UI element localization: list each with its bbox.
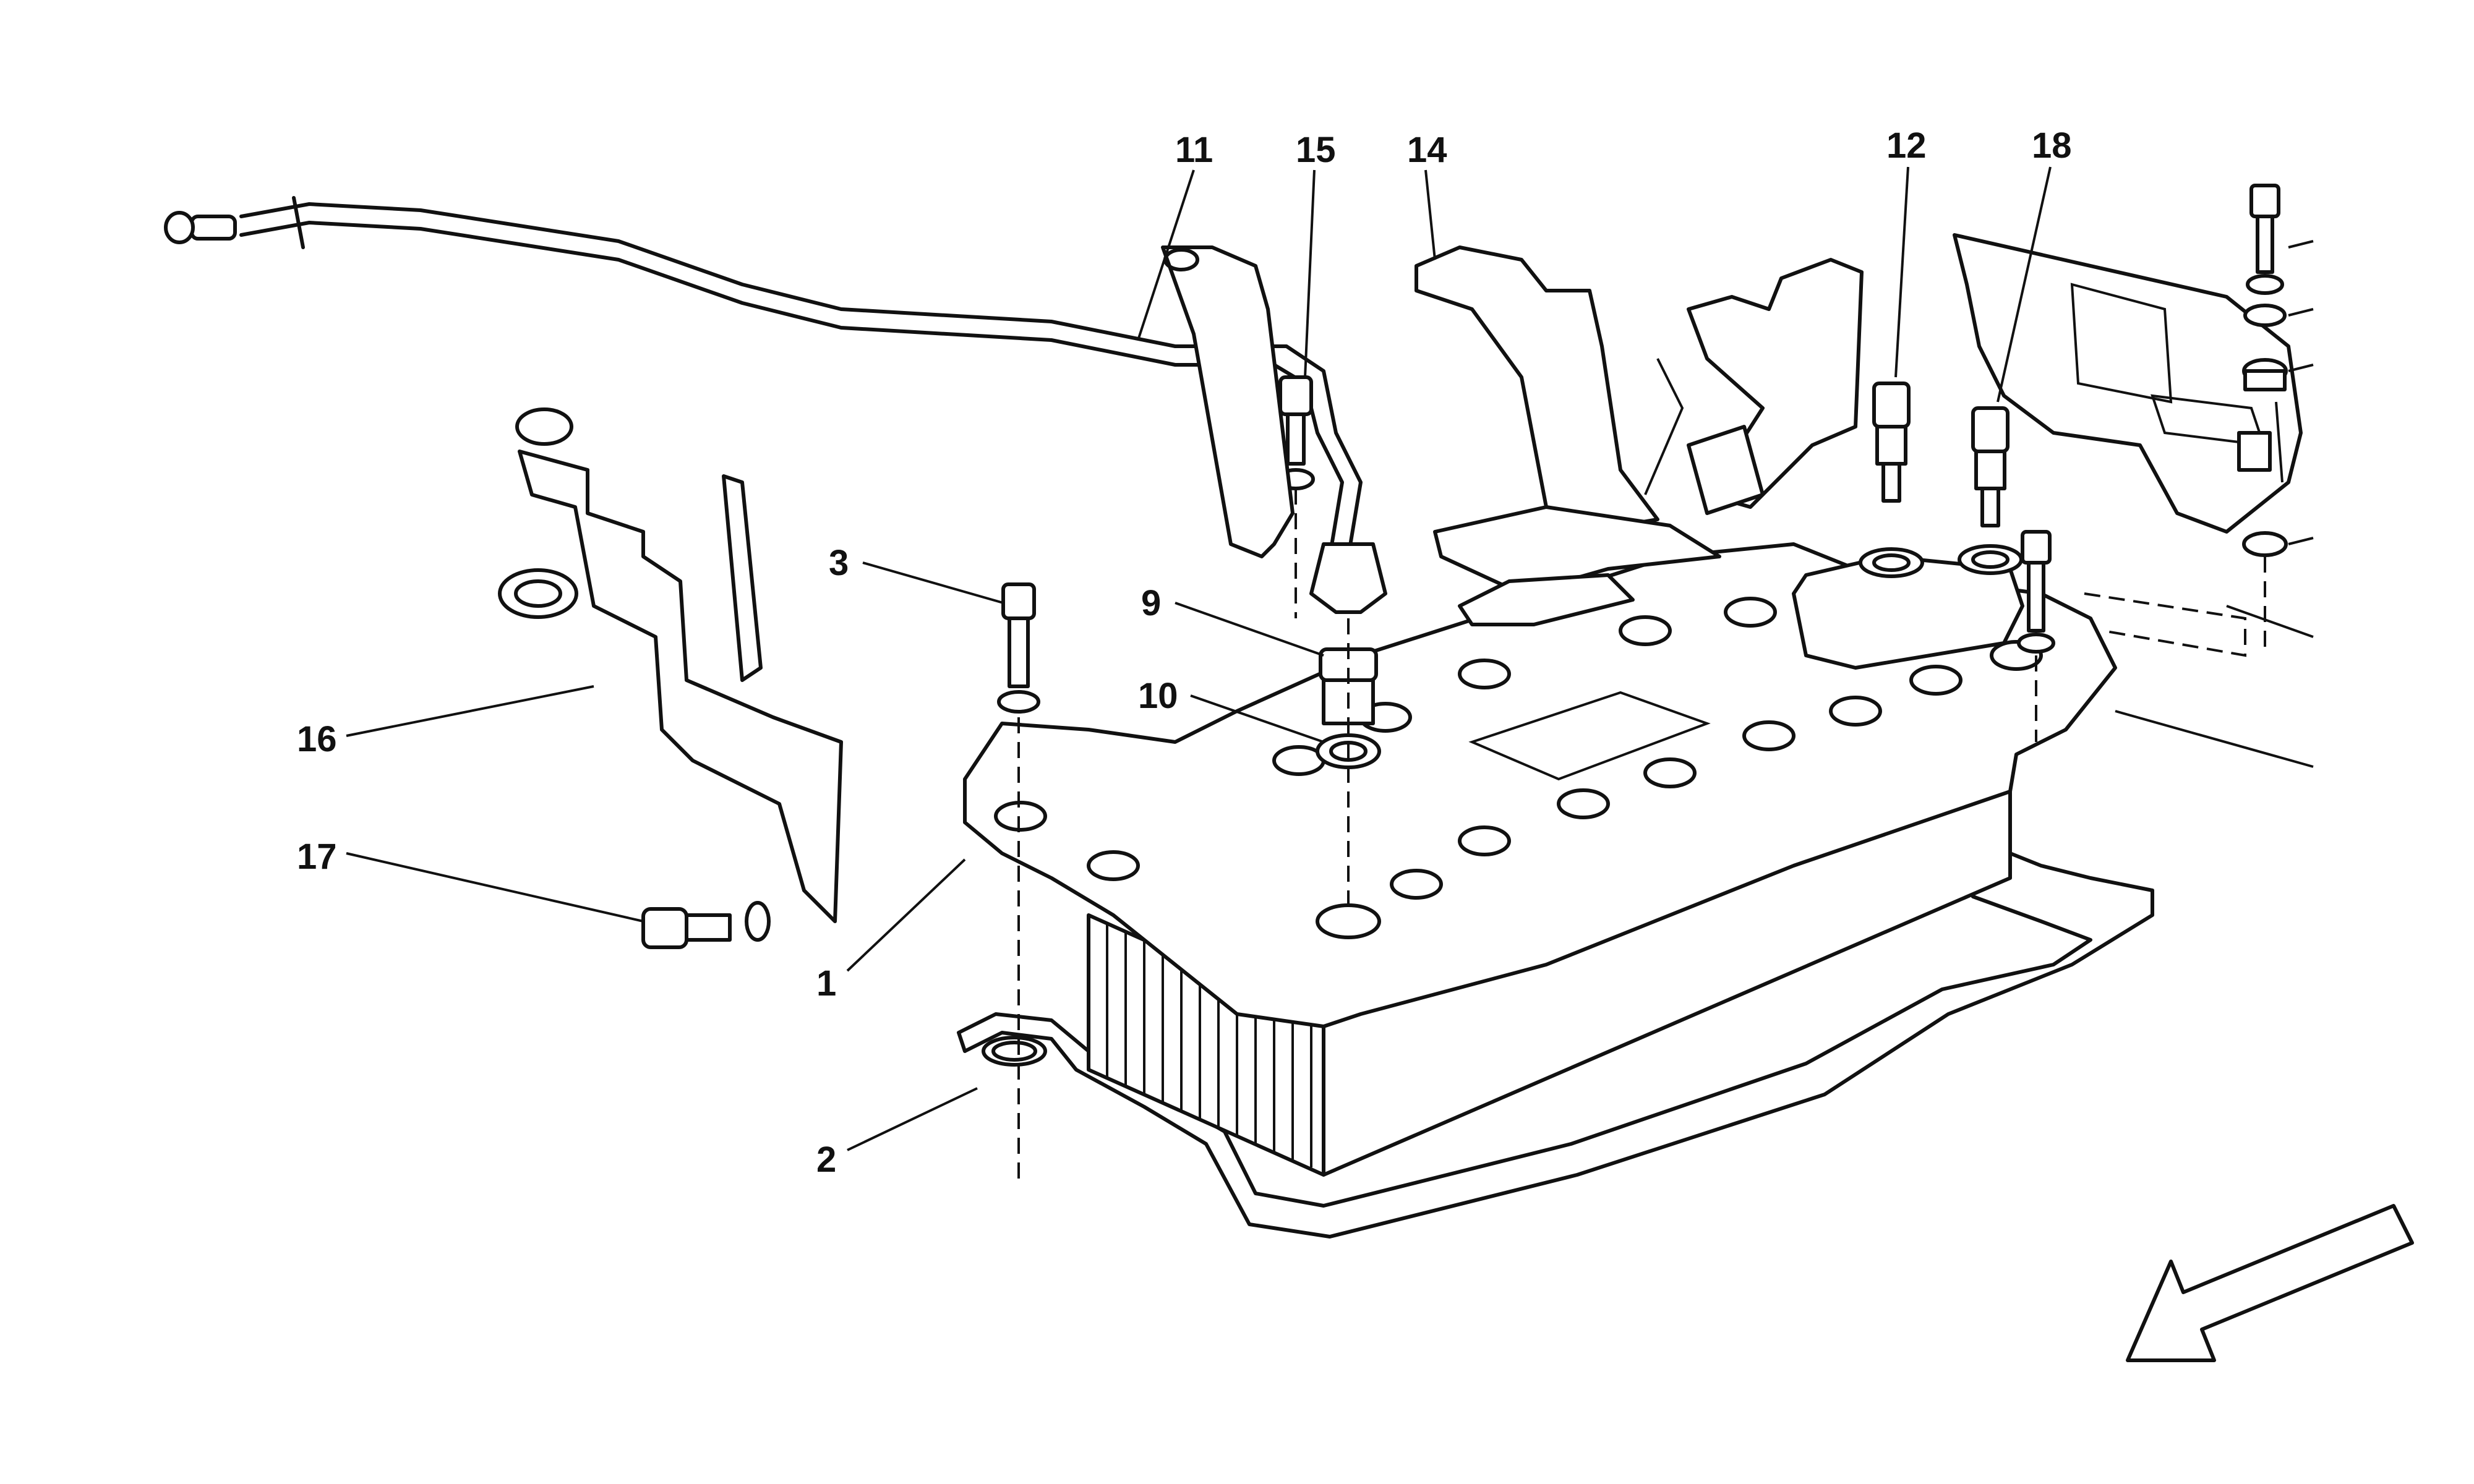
bolt-18-mount[interactable] — [2017, 530, 2055, 654]
callout-1: 1 — [816, 963, 836, 1004]
callout-14: 14 — [1407, 130, 1447, 170]
bolt-17[interactable] — [641, 901, 771, 949]
callout-12: 12 — [1886, 126, 1927, 166]
callout-labels: 11 15 14 12 18 3 9 10 16 17 1 2 — [297, 126, 2072, 1180]
callout-leaders — [346, 166, 2314, 1151]
callout-16: 16 — [297, 719, 337, 759]
mounting-bracket-upper[interactable] — [1161, 245, 1295, 558]
harness-bracket-14[interactable] — [1415, 245, 1864, 626]
assembly-axis-lines — [1017, 488, 2266, 1187]
callout-11: 11 — [1175, 130, 1213, 170]
bolt-3[interactable] — [997, 582, 1040, 714]
direction-arrow-icon — [2126, 1204, 2414, 1362]
left-bracket-part[interactable] — [498, 407, 843, 923]
right-hardware-stack[interactable] — [2242, 184, 2288, 557]
pipe-fitting-9[interactable] — [1309, 542, 1387, 725]
callout-17: 17 — [297, 837, 337, 877]
callout-10: 10 — [1138, 676, 1178, 716]
callout-9: 9 — [1141, 583, 1161, 623]
oil-pipe-part[interactable] — [164, 196, 1363, 558]
callout-15: 15 — [1296, 130, 1336, 170]
callout-18: 18 — [2032, 126, 2072, 166]
callout-3: 3 — [829, 543, 849, 583]
sensor-12[interactable] — [1859, 382, 1924, 578]
right-mounting-plate[interactable] — [1953, 233, 2303, 534]
callout-2: 2 — [816, 1140, 836, 1180]
sensor-18[interactable] — [1958, 406, 2023, 575]
heat-exchanger-body[interactable] — [963, 542, 2117, 1177]
